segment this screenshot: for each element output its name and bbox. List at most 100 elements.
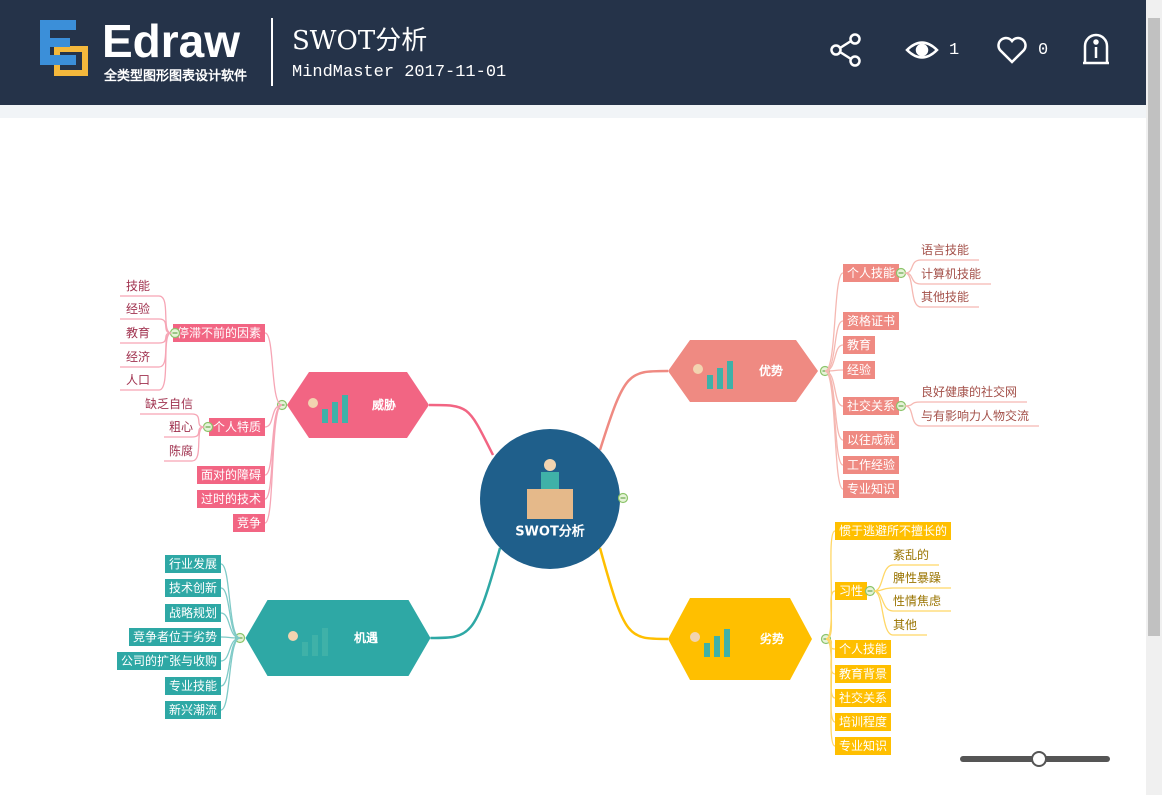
center-collapse-toggle[interactable] — [617, 492, 629, 504]
info-button[interactable] — [1082, 32, 1110, 68]
child-connector — [824, 272, 844, 372]
leaf-topic[interactable]: 与有影响力人物交流 — [921, 408, 1029, 423]
subtopic-box[interactable] — [165, 701, 221, 719]
subtopic-label[interactable]: 战略规划 — [169, 605, 217, 620]
subtopic-box[interactable] — [843, 312, 899, 330]
subtopic-label[interactable]: 技术创新 — [169, 580, 217, 595]
subtopic-label[interactable]: 竞争者位于劣势 — [133, 629, 217, 644]
subtopic-box[interactable] — [835, 640, 891, 658]
subtopic-label[interactable]: 面对的障碍 — [201, 467, 261, 482]
subtopic-box[interactable] — [843, 431, 899, 449]
like-button[interactable]: 0 — [996, 32, 1048, 68]
subtopic-box[interactable] — [835, 582, 867, 600]
branch-strengths — [668, 340, 818, 402]
leaf-topic[interactable]: 性情焦虑 — [893, 594, 941, 608]
subtopic-label[interactable]: 专业知识 — [847, 481, 895, 496]
subtopic-label[interactable]: 工作经验 — [847, 457, 895, 472]
subtopic-box[interactable] — [835, 713, 891, 731]
branch-title[interactable]: 威胁 — [372, 397, 396, 412]
branch-topic-hexagon[interactable] — [245, 600, 431, 676]
leaf-topic[interactable]: 其他技能 — [921, 290, 969, 304]
heart-icon — [997, 36, 1027, 64]
subtopic-label[interactable]: 以往成就 — [847, 432, 895, 447]
subtopic-box[interactable] — [233, 514, 265, 532]
branch-topic-hexagon[interactable] — [287, 372, 429, 438]
branch-topic-hexagon[interactable] — [668, 340, 818, 402]
leaf-topic[interactable]: 经济 — [126, 349, 150, 364]
subtopic-label[interactable]: 停滞不前的因素 — [177, 325, 261, 340]
subtopic-box[interactable] — [165, 604, 221, 622]
subtopic-label[interactable]: 专业技能 — [169, 678, 217, 693]
subtopic-box[interactable] — [835, 737, 891, 755]
branch-title[interactable]: 劣势 — [760, 631, 784, 646]
subtopic-box[interactable] — [843, 397, 899, 415]
leaf-topic[interactable]: 良好健康的社交网 — [921, 384, 1017, 399]
subtopic-label[interactable]: 教育背景 — [839, 666, 887, 681]
subtopic-label[interactable]: 社交关系 — [839, 690, 887, 705]
subtopic-label[interactable]: 公司的扩张与收购 — [121, 653, 217, 668]
branch-topic-hexagon[interactable] — [668, 598, 812, 680]
vertical-scrollbar[interactable] — [1146, 0, 1162, 795]
subtopic-label[interactable]: 新兴潮流 — [169, 702, 217, 717]
subtopic-label[interactable]: 个人技能 — [847, 266, 895, 280]
subtopic-label[interactable]: 资格证书 — [847, 313, 895, 328]
subtopic-label[interactable]: 习性 — [839, 584, 863, 598]
subtopic-label[interactable]: 行业发展 — [169, 556, 217, 571]
subtopic-box[interactable] — [835, 665, 891, 683]
subtopic-label[interactable]: 个人技能 — [839, 642, 887, 656]
center-topic[interactable] — [480, 429, 620, 569]
subtopic-label[interactable]: 教育 — [847, 337, 871, 352]
subtopic-label[interactable]: 过时的技术 — [201, 491, 261, 506]
subtopic-box[interactable] — [165, 555, 221, 573]
subtopic-box[interactable] — [165, 677, 221, 695]
leaf-topic[interactable]: 技能 — [126, 279, 150, 293]
subtopic-box[interactable] — [843, 361, 875, 379]
subtopic-box[interactable] — [173, 324, 265, 342]
leaf-topic[interactable]: 语言技能 — [921, 243, 969, 257]
share-button[interactable] — [828, 32, 864, 68]
subtopic-box[interactable] — [843, 336, 875, 354]
subtopic-box[interactable] — [197, 466, 265, 484]
subtopic-box[interactable] — [165, 579, 221, 597]
subtopic-box[interactable] — [843, 456, 899, 474]
leaf-topic[interactable]: 人口 — [126, 373, 150, 387]
subtopic-box[interactable] — [209, 418, 265, 436]
subtopic-label[interactable]: 社交关系 — [847, 398, 895, 413]
leaf-topic[interactable]: 其他 — [893, 618, 917, 632]
child-connector — [220, 637, 241, 711]
zoom-slider[interactable] — [960, 751, 1110, 767]
leaf-topic[interactable]: 脾性暴躁 — [893, 570, 941, 585]
views-button[interactable]: 1 — [905, 32, 959, 68]
subtopic-collapse-toggle[interactable] — [169, 327, 181, 339]
subtopic-label[interactable]: 经验 — [847, 362, 871, 377]
leaf-topic[interactable]: 陈腐 — [169, 443, 193, 458]
subtopic-collapse-toggle[interactable] — [895, 400, 907, 412]
subtopic-label[interactable]: 专业知识 — [839, 738, 887, 753]
leaf-topic[interactable]: 经验 — [126, 301, 150, 316]
subtopic-label[interactable]: 竞争 — [237, 516, 261, 530]
subtopic-box[interactable] — [835, 522, 951, 540]
subtopic-label[interactable]: 惯于逃避所不擅长的 — [839, 523, 947, 538]
leaf-topic[interactable]: 紊乱的 — [893, 547, 929, 562]
subtopic-label[interactable]: 培训程度 — [839, 714, 887, 729]
child-connector — [220, 612, 241, 639]
subtopic-collapse-toggle[interactable] — [202, 421, 214, 433]
leaf-topic[interactable]: 教育 — [126, 325, 150, 340]
leaf-topic[interactable]: 缺乏自信 — [145, 396, 193, 411]
subtopic-box[interactable] — [835, 689, 891, 707]
zoom-slider-handle[interactable] — [1031, 751, 1047, 767]
subtopic-box[interactable] — [117, 652, 221, 670]
leaf-topic[interactable]: 粗心 — [169, 420, 193, 434]
subtopic-box[interactable] — [129, 628, 221, 646]
subtopic-label[interactable]: 个人特质 — [213, 419, 261, 434]
leaf-topic[interactable]: 计算机技能 — [921, 266, 981, 281]
branch-title[interactable]: 机遇 — [354, 630, 378, 645]
scrollbar-thumb[interactable] — [1148, 18, 1160, 636]
branch-title[interactable]: 优势 — [759, 363, 783, 378]
subtopic-collapse-toggle[interactable] — [864, 585, 876, 597]
subtopic-collapse-toggle[interactable] — [895, 267, 907, 279]
subtopic-box[interactable] — [843, 480, 899, 498]
center-topic-label[interactable]: SWOT分析 — [515, 524, 585, 540]
subtopic-box[interactable] — [843, 264, 899, 282]
subtopic-box[interactable] — [197, 490, 265, 508]
